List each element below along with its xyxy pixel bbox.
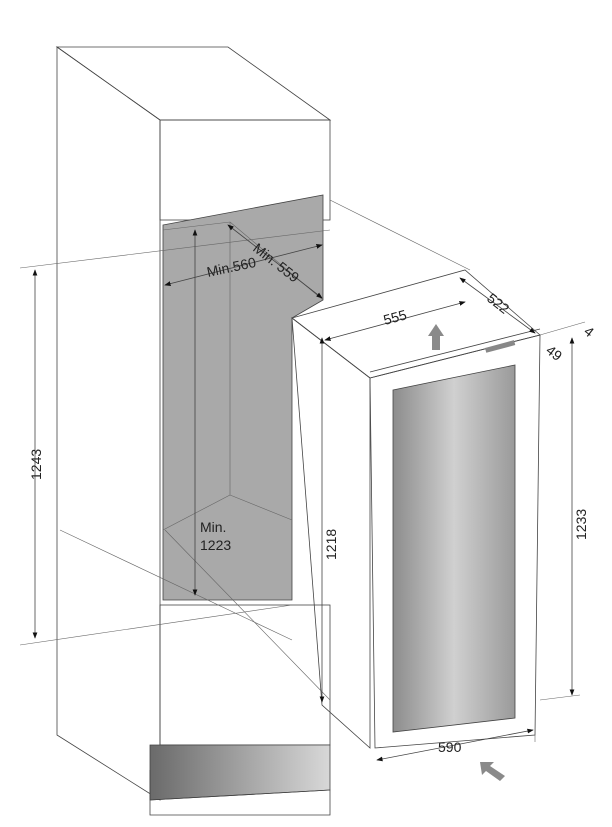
label-top-gap: 4 xyxy=(581,323,597,341)
label-niche-height-min: Min. xyxy=(200,519,226,535)
label-body-height: 1218 xyxy=(323,529,339,560)
door-handle xyxy=(484,340,516,353)
label-cabinet-height: 1243 xyxy=(28,449,44,480)
wine-cooler xyxy=(291,269,541,749)
label-depth: 522 xyxy=(484,290,512,317)
label-total-height: 1233 xyxy=(573,509,589,540)
door-glass xyxy=(392,364,516,733)
label-door-thickness: 49 xyxy=(543,342,565,364)
dimension-lines xyxy=(32,224,586,762)
label-door-width: 590 xyxy=(438,739,462,755)
label-niche-height: 1223 xyxy=(200,537,231,553)
arrow-up-icon xyxy=(428,324,444,350)
label-width-top: 555 xyxy=(382,306,409,328)
arrow-push-icon xyxy=(480,762,505,781)
